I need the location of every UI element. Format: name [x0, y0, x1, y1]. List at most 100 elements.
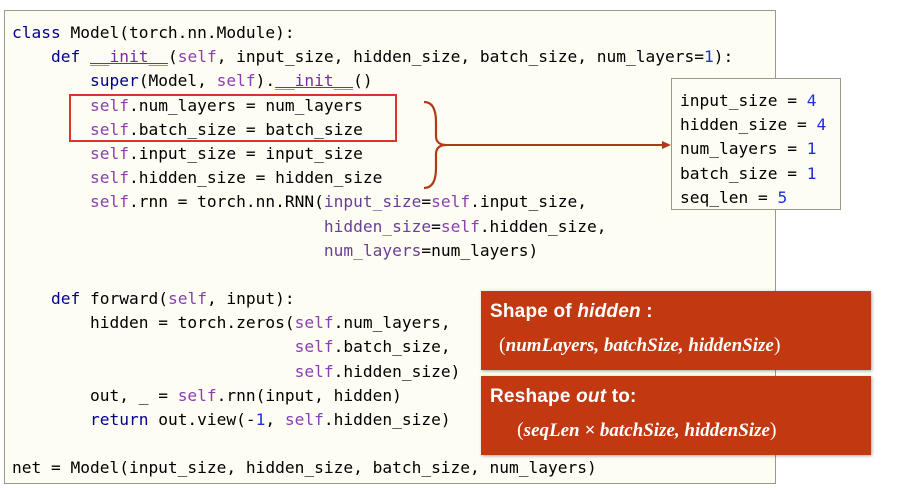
self-token: self: [294, 313, 334, 333]
highlight-box: [69, 94, 397, 142]
code-text: forward(: [80, 289, 168, 309]
code-text: =: [421, 192, 432, 212]
number-literal: 1: [703, 47, 714, 67]
callout-title-suffix: :: [640, 301, 653, 322]
code-text: [80, 47, 90, 66]
self-token: self: [167, 289, 207, 309]
self-token: self: [89, 168, 129, 188]
code-line: self.hidden_size = hidden_size: [12, 166, 733, 190]
reshape-out-callout: Reshape out to: (seqLen × batchSize, hid…: [481, 376, 871, 455]
callout-title: Reshape out to:: [490, 386, 637, 408]
keyword-def: def: [50, 47, 81, 67]
code-text: .batch_size = batch_size: [128, 119, 363, 139]
brace-arrow-icon: [423, 100, 671, 190]
indent: [12, 386, 90, 405]
keyword-class: class: [12, 23, 61, 42]
code-text: , input):: [206, 289, 295, 309]
formula-close-paren: ): [769, 419, 777, 441]
code-line: self.input_size = input_size: [12, 142, 733, 166]
code-text: (: [167, 47, 178, 67]
info-line-batch-size: batch_size = 1: [680, 162, 840, 186]
self-token: self: [177, 385, 217, 405]
callout-formula: (seqLen × batchSize, hiddenSize): [517, 419, 777, 442]
code-line: self.batch_size = batch_size: [12, 118, 733, 142]
indent: [12, 289, 51, 308]
code-text: .input_size = input_size: [128, 143, 363, 163]
number-literal: 1: [255, 410, 266, 429]
code-text: .rnn(input, hidden): [216, 385, 402, 405]
info-line-seq-len: seq_len = 5: [680, 186, 840, 210]
formula-open-paren: (: [499, 334, 506, 356]
info-value: 4: [806, 91, 817, 110]
code-line: num_layers=num_layers): [12, 239, 733, 263]
code-line: super(Model, self).__init__(): [12, 69, 733, 93]
code-text: .hidden_size = hidden_size: [128, 168, 383, 188]
code-line: def __init__(self, input_size, hidden_si…: [12, 45, 733, 69]
info-value: 1: [806, 139, 817, 159]
code-text: .hidden_size): [323, 410, 451, 429]
code-panel: class Model(torch.nn.Module): def __init…: [4, 10, 776, 484]
self-token: self: [440, 216, 480, 236]
code-text: .num_layers = num_layers: [128, 95, 363, 115]
self-token: self: [89, 119, 129, 139]
code-text: (): [353, 71, 373, 91]
code-text: .num_layers,: [333, 313, 451, 333]
self-token: self: [294, 361, 334, 381]
self-token: self: [294, 337, 334, 357]
self-token: self: [284, 410, 324, 429]
info-name: seq_len =: [680, 187, 778, 207]
indent: [12, 47, 51, 66]
code-text: out.view(-: [148, 410, 256, 429]
code-text: , input_size, hidden_size, batch_size, n…: [216, 47, 704, 67]
self-token: self: [89, 192, 129, 212]
info-value: 4: [816, 115, 827, 135]
indent: [12, 362, 295, 381]
callout-title: Shape of hidden :: [490, 301, 653, 323]
info-value: 1: [806, 163, 817, 183]
formula-open-paren: (: [517, 419, 524, 441]
self-token: self: [177, 47, 217, 67]
code-text: out, _ =: [89, 385, 178, 405]
code-text: .input_size,: [470, 192, 588, 212]
code-text: net = Model(input_size, hidden_size, bat…: [12, 458, 597, 478]
code-line: return out.view(-1, self.hidden_size): [12, 408, 733, 432]
code-text: =: [431, 216, 441, 236]
code-line: hidden_size=self.hidden_size,: [12, 215, 733, 239]
hidden-shape-callout: Shape of hidden : (numLayers, batchSize,…: [481, 291, 871, 370]
self-token: self: [89, 143, 129, 163]
code-text: (Model,: [138, 71, 217, 91]
info-name: hidden_size =: [680, 115, 817, 135]
code-text: .batch_size,: [333, 337, 451, 357]
info-line-hidden-size: hidden_size = 4: [680, 113, 840, 137]
callout-title-prefix: Reshape: [490, 386, 577, 407]
code-line: class Model(torch.nn.Module):: [12, 21, 733, 45]
callout-formula: (numLayers, batchSize, hiddenSize): [499, 334, 781, 357]
kwarg-name: hidden_size: [323, 216, 432, 236]
code-text: ).: [255, 71, 276, 91]
callout-title-prefix: Shape of: [490, 301, 578, 322]
code-line: self.hidden_size): [12, 360, 733, 384]
keyword-return: return: [89, 410, 149, 429]
indent: [12, 71, 90, 90]
code-line: out, _ = self.rnn(input, hidden): [12, 384, 733, 408]
code-text: =num_layers): [421, 240, 539, 260]
code-text: .hidden_size,: [479, 216, 607, 236]
code-block: class Model(torch.nn.Module): def __init…: [12, 21, 733, 481]
callout-title-suffix: to:: [606, 386, 637, 407]
info-name: num_layers =: [680, 139, 807, 159]
code-text: ,: [265, 410, 285, 429]
indent: [12, 241, 324, 260]
formula-text: seqLen × batchSize, hiddenSize: [523, 420, 770, 441]
code-text: hidden = torch.zeros(: [89, 313, 295, 333]
indent: [12, 168, 90, 187]
indent: [12, 337, 295, 356]
code-line: hidden = torch.zeros(self.num_layers,: [12, 311, 733, 335]
code-line: self.num_layers = num_layers: [12, 94, 733, 118]
info-line-num-layers: num_layers = 1: [680, 137, 840, 161]
builtin-super: super: [89, 71, 139, 91]
code-line: net = Model(input_size, hidden_size, bat…: [12, 456, 733, 480]
info-name: input_size =: [680, 91, 807, 110]
kwarg-name: input_size: [323, 192, 422, 212]
indent: [12, 217, 324, 236]
kwarg-name: num_layers: [323, 240, 422, 260]
